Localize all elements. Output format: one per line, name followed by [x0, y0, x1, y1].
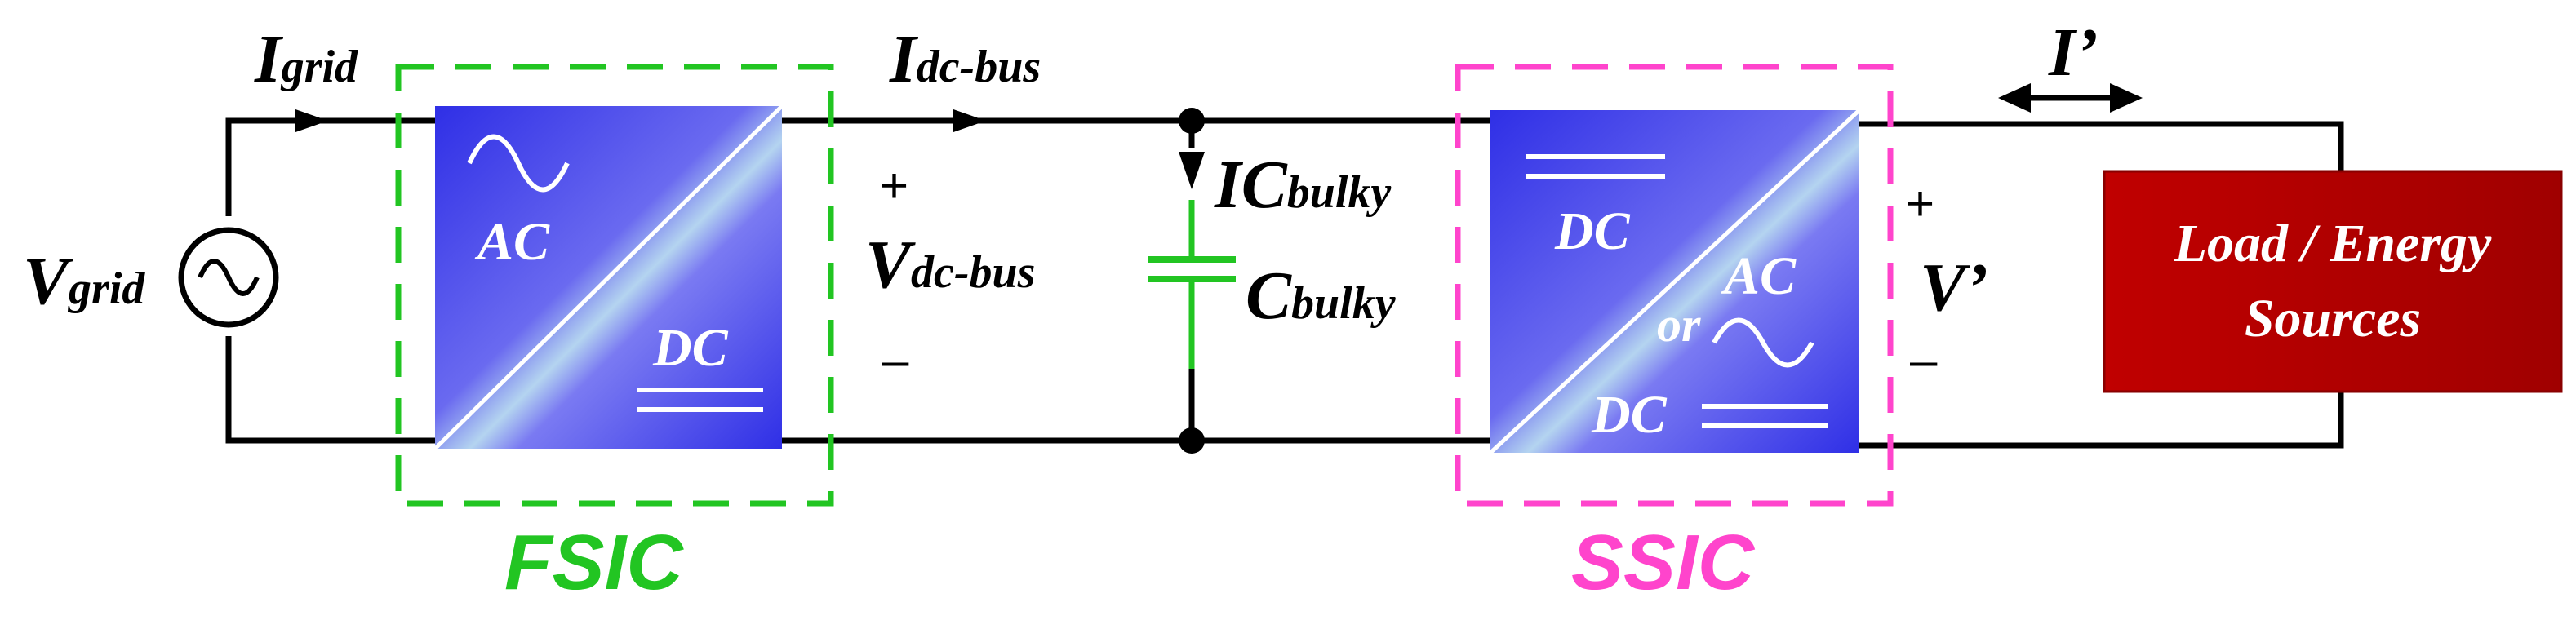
wire-grid-top [225, 117, 435, 216]
ac-source-icon [178, 227, 279, 328]
junction-dot-bottom [1179, 427, 1205, 454]
ic-bulky-arrow [1179, 152, 1205, 189]
load-line1: Load / Energy [2174, 214, 2492, 273]
ssic-or-label: or [1657, 298, 1701, 352]
wire-out-bottom [1859, 392, 2344, 449]
v-prime-minus: – [1910, 333, 1938, 388]
ssic-dc2-label: DC [1591, 385, 1668, 445]
i-grid-arrow [295, 109, 328, 132]
wiring [225, 117, 2344, 449]
v-dcbus-plus: + [880, 158, 908, 213]
v-prime-label: V’ [1920, 250, 1988, 326]
load-energy-block: Load / Energy Sources [2103, 170, 2563, 393]
fsic-ac-label: AC [474, 212, 550, 272]
fsic-converter-block: AC DC [433, 104, 784, 450]
v-grid-label: Vgrid [23, 243, 145, 319]
i-dcbus-arrow [953, 109, 986, 132]
i-prime-label: I’ [2048, 15, 2099, 91]
fsic-dc-label: DC [652, 318, 729, 378]
ssic-converter-block: DC AC or DC [1489, 109, 1861, 454]
v-dcbus-minus: – [882, 333, 909, 388]
fsic-ac-wave-icon [467, 134, 570, 193]
wire-grid-bottom [225, 336, 435, 444]
ssic-label: SSIC [1571, 519, 1756, 606]
ssic-boundary [1455, 64, 1894, 507]
v-prime-plus: + [1906, 176, 1934, 231]
wire-out-top [1859, 121, 2344, 171]
v-dcbus-label: Vdc-bus [865, 227, 1035, 303]
fsic-label: FSIC [504, 519, 684, 606]
ssic-ac-label: AC [1721, 246, 1797, 306]
i-prime-double-arrow [1998, 83, 2143, 113]
junction-dot-top [1179, 108, 1205, 134]
fsic-boundary [395, 64, 834, 507]
c-bulky-label: Cbulky [1246, 258, 1397, 334]
i-grid-label: Igrid [254, 21, 358, 97]
ic-bulky-label: ICbulky [1214, 147, 1392, 223]
ssic-ac-wave-icon [1712, 317, 1814, 368]
i-dcbus-label: Idc-bus [889, 21, 1041, 97]
load-line2: Sources [2245, 289, 2421, 348]
ssic-dc-label: DC [1554, 202, 1631, 261]
bulky-capacitor [1148, 200, 1236, 369]
